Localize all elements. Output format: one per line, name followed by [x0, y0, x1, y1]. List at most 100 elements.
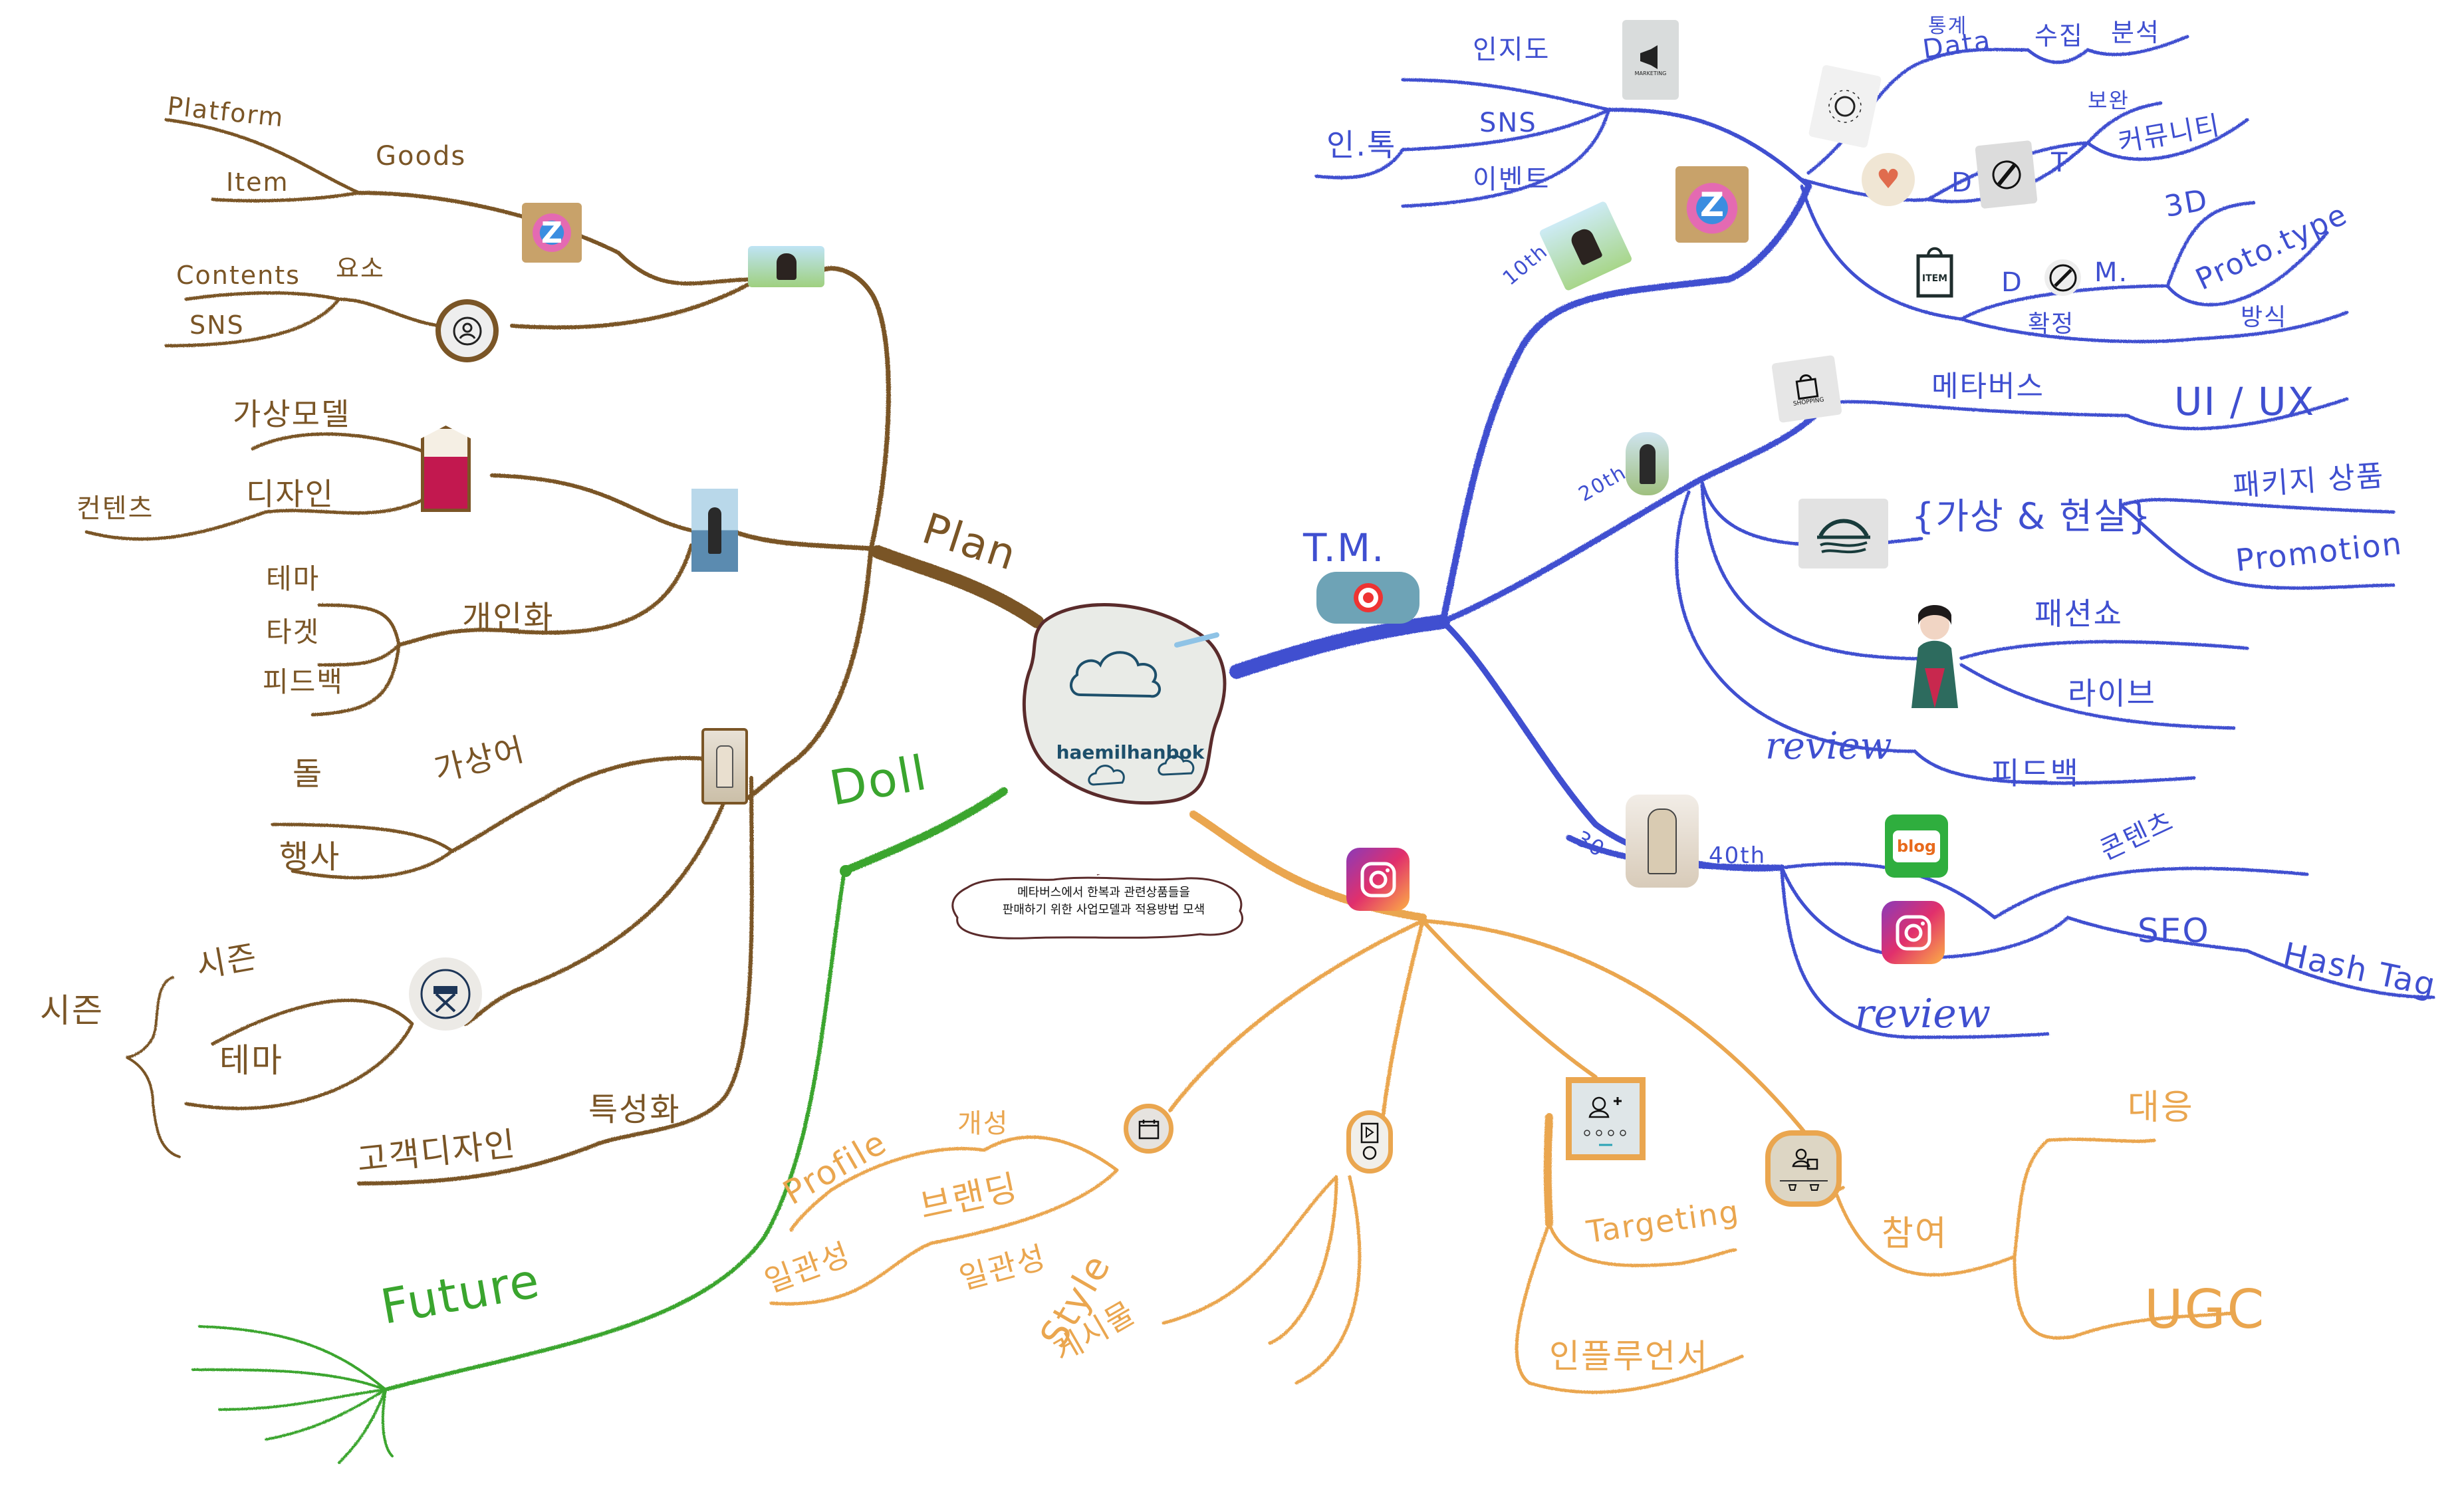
audience-targeting-icon: [1566, 1077, 1646, 1160]
tm-trunk: [1229, 614, 1450, 679]
caption-line-2: 판매하기 위한 사업모델과 적용방법 모색: [1002, 903, 1205, 917]
influencer-label: 인플루언서: [1549, 1337, 1709, 1376]
bridge-icon: [1798, 499, 1888, 568]
analyze-label: 분석: [2111, 18, 2160, 47]
blog-icon: blog: [1885, 814, 1948, 878]
target-targeting-line: [1547, 1221, 1737, 1267]
dt-t-label: T: [2051, 148, 2069, 178]
future-root-2: [191, 1368, 387, 1391]
plan-hub-left: [732, 529, 874, 551]
promo-sns-line: [1401, 108, 1611, 152]
contents-contents-line: [184, 291, 341, 301]
promo-line: [1607, 108, 1810, 188]
tm-mid: [1439, 399, 1832, 625]
ugc-bracket-low: [2013, 1255, 2236, 1340]
doll-node-dot: [840, 865, 852, 877]
personal-theme-label: 테마: [266, 562, 320, 595]
target-stem: [1543, 1113, 1553, 1227]
target-influencer-line: [1515, 1221, 1744, 1394]
future-root-3: [218, 1388, 387, 1411]
contents-kr-label: 컨텐츠: [76, 493, 154, 524]
future-root-1: [198, 1325, 387, 1391]
hanbok-woman-icon: [1898, 602, 1971, 711]
personal-label: 개인화: [462, 599, 554, 636]
shopping-bag-icon: SHOPPING: [1771, 354, 1842, 424]
long-hair-model-icon: [1626, 432, 1669, 495]
cloud-icon: [1070, 651, 1161, 698]
goods-item-line: [211, 191, 361, 203]
uiux-label: UI / UX: [2174, 379, 2316, 424]
insta-post-line: [1381, 919, 1425, 1119]
small-cloud-1: [1088, 765, 1125, 786]
vr-package-line: [2119, 497, 2396, 514]
event-kr-label: 행사: [279, 838, 341, 876]
instagram-icon: [1346, 848, 1410, 911]
plan-branch: [84, 118, 1044, 1185]
personality-label: 개성: [957, 1108, 1009, 1139]
z-sticker-icon: Z: [522, 203, 582, 263]
dm-proto-line: [2165, 231, 2329, 307]
collect-label: 수집: [2034, 21, 2084, 51]
instagram-tm-icon: [1882, 901, 1945, 964]
personal-line: [397, 543, 693, 647]
post-line3: [1294, 1175, 1362, 1385]
intok-label: 인.톡: [1326, 127, 1397, 163]
office-model-icon: [701, 728, 748, 805]
hanbok-doll-icon: [421, 426, 471, 512]
meta-line: [1826, 397, 2349, 431]
item-label: Item: [226, 168, 289, 197]
z-sticker-tm-icon: Z: [1675, 166, 1749, 243]
review2-line: [1780, 869, 2050, 1039]
customer-shopping-icon: [1765, 1130, 1842, 1207]
video-document-icon: [1346, 1110, 1393, 1174]
item-bag-icon: ITEM: [1915, 243, 1955, 299]
promo-awareness-line: [1401, 78, 1611, 112]
fashion-show-label: 패션쇼: [2034, 596, 2123, 632]
virtual-real-label: {가상 & 현실}: [1911, 495, 2152, 537]
goods-platform-line: [164, 118, 361, 195]
user-profile-icon: [435, 299, 499, 362]
pencil-ruler-dt-icon: [1975, 140, 2038, 209]
method-label: 방식: [2241, 304, 2288, 331]
contents-label: Contents: [176, 261, 301, 290]
design-line: [490, 473, 700, 534]
future-root-5: [338, 1388, 387, 1464]
directors-chair-icon: [409, 957, 482, 1031]
dt-line: [1800, 141, 2090, 202]
insta-ugc-line: [1421, 919, 1810, 1139]
contents-sns-line: [164, 297, 341, 348]
metaverse-label: 메타버스: [1931, 370, 2044, 404]
hanbok-line: [1700, 483, 1950, 661]
ugc-label: UGC: [2144, 1279, 2266, 1340]
target-market-icon: [1316, 572, 1419, 624]
doll-kr-label: 돌: [293, 755, 324, 793]
dt-community-line: [2086, 118, 2249, 161]
instagram-branch: [769, 810, 2236, 1394]
insta-target-line: [1421, 919, 1598, 1079]
caption-line-1: 메타버스에서 한복과 관련상품들을: [1017, 886, 1190, 900]
plan-hub-down: [745, 546, 874, 801]
virtual-event-line: [291, 849, 454, 880]
sns-label: SNS: [189, 310, 245, 340]
post-line2: [1268, 1175, 1338, 1345]
blog-line: [1780, 862, 2309, 920]
profile-lower-line: [769, 1168, 1119, 1306]
dm-m-label: M.: [2094, 257, 2129, 288]
live-label: 라이브: [2068, 676, 2156, 711]
goods-line: [357, 191, 760, 286]
personal-theme-line: [317, 603, 401, 647]
contents-node-line: [337, 297, 441, 328]
center-title: haemilhanbok: [1056, 741, 1205, 763]
film-line: [463, 783, 733, 1026]
response-label: 대응: [2128, 1088, 2194, 1128]
promo-intok-line: [1314, 148, 1405, 180]
caption-cloud: [951, 874, 1243, 939]
promo-event-line: [1401, 108, 1611, 208]
ugc-bracket: [2013, 1138, 2156, 1259]
goods-label: Goods: [376, 141, 467, 172]
future-root-4: [265, 1388, 387, 1441]
personal-feedback-line: [310, 643, 401, 717]
small-cloud-2: [1158, 755, 1195, 776]
center-node: [1022, 603, 1227, 805]
